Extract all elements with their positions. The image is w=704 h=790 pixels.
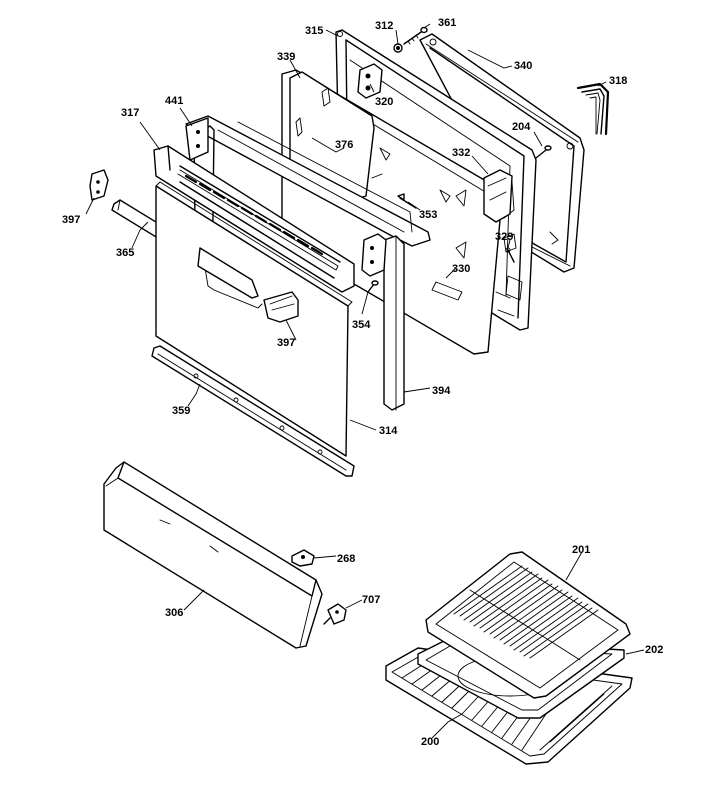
part-707-bracket xyxy=(323,603,347,625)
part-394-side-trim xyxy=(361,233,405,411)
label-397-left: 397 xyxy=(62,214,80,226)
label-707: 707 xyxy=(362,594,380,606)
label-330: 330 xyxy=(452,263,470,275)
rack-wires xyxy=(401,659,613,751)
leader-lines xyxy=(85,23,645,739)
label-376: 376 xyxy=(335,139,353,151)
label-441: 441 xyxy=(165,95,183,107)
label-204: 204 xyxy=(512,121,531,133)
part-353-screw xyxy=(397,193,417,209)
label-359: 359 xyxy=(172,405,190,417)
label-365: 365 xyxy=(116,247,134,259)
label-329: 329 xyxy=(495,231,513,243)
label-318: 318 xyxy=(609,75,627,87)
label-306: 306 xyxy=(165,607,183,619)
part-314-outer-door xyxy=(155,181,353,457)
part-359-bottom-rail xyxy=(151,345,355,477)
label-317: 317 xyxy=(121,107,139,119)
part-354-screw xyxy=(367,280,379,293)
insert-slots xyxy=(453,565,599,661)
label-339: 339 xyxy=(277,51,295,63)
label-315: 315 xyxy=(305,25,323,37)
label-354: 354 xyxy=(352,319,371,331)
label-361: 361 xyxy=(438,17,456,29)
label-320: 320 xyxy=(375,96,393,108)
label-332: 332 xyxy=(452,147,470,159)
part-332-hinge xyxy=(483,169,517,253)
label-268: 268 xyxy=(337,553,355,565)
label-353: 353 xyxy=(419,209,437,221)
part-317-vent-trim xyxy=(153,145,355,293)
part-320-hinge-bracket xyxy=(357,63,383,99)
part-268-roller xyxy=(291,549,315,567)
part-397-clip-a xyxy=(89,169,109,201)
part-204-screw xyxy=(535,145,552,159)
part-397-clip-b xyxy=(263,291,299,323)
part-labels: 312 361 315 339 340 318 320 317 441 204 … xyxy=(62,17,663,748)
label-201: 201 xyxy=(572,544,590,556)
vent-slots xyxy=(184,174,324,256)
label-340: 340 xyxy=(514,60,532,72)
label-314: 314 xyxy=(379,425,398,437)
part-306-drawer-panel xyxy=(103,461,323,649)
label-394: 394 xyxy=(432,385,451,397)
part-312-nut xyxy=(393,43,403,53)
label-202: 202 xyxy=(645,644,663,656)
part-318-door-gasket xyxy=(576,82,610,136)
part-201-broiler-insert xyxy=(425,551,631,699)
label-397-center: 397 xyxy=(277,337,295,349)
label-312: 312 xyxy=(375,20,393,32)
label-200: 200 xyxy=(421,736,439,748)
